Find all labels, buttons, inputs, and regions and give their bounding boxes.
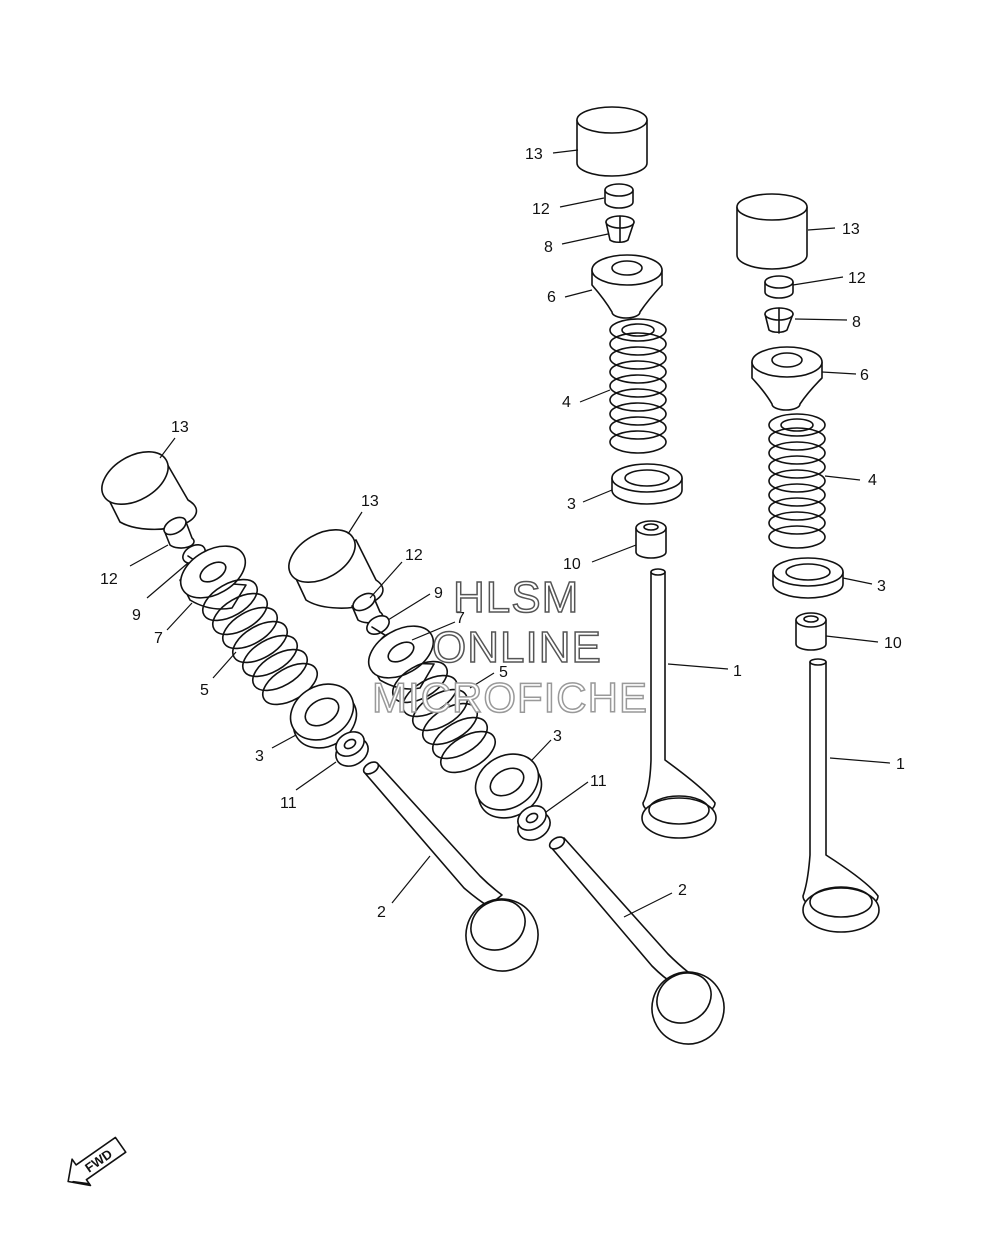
callout-13: 13	[361, 493, 379, 510]
callout-10: 10	[884, 635, 902, 652]
watermark-line-2: ONLINE	[432, 623, 602, 672]
spring-retainer-6	[751, 346, 823, 411]
callout-12: 12	[848, 270, 866, 287]
valve-stem-seal-11	[335, 731, 369, 767]
callout-5: 5	[499, 664, 508, 681]
valve-stem-seal-11	[517, 805, 551, 841]
intake-valve-1	[802, 658, 880, 933]
callout-11: 11	[280, 795, 297, 812]
valve-set-3	[101, 450, 539, 972]
callout-6: 6	[860, 367, 869, 384]
spring-seat-3	[289, 683, 358, 749]
valve-set-1	[576, 106, 717, 839]
valve-spring-5	[202, 578, 318, 706]
callout-13: 13	[171, 419, 189, 436]
valve-lifter-13	[576, 106, 648, 177]
valve-spring-5	[392, 660, 496, 774]
spring-seat-3	[772, 557, 844, 599]
intake-valve-1	[641, 568, 717, 839]
spring-seat-3	[611, 463, 683, 505]
callout-8: 8	[544, 239, 553, 256]
watermark: HLSM ONLINE MICROFICHE	[371, 572, 648, 722]
adjusting-pad-12	[163, 516, 195, 549]
valve-spring-4	[768, 413, 826, 549]
spring-seat-3	[474, 753, 543, 819]
leader-lines	[129, 149, 891, 918]
exhaust-valve-2	[548, 836, 725, 1045]
callout-13: 13	[842, 221, 860, 238]
valve-cotter-8	[605, 215, 635, 244]
callout-9: 9	[132, 607, 141, 624]
valve-lifter-13	[101, 450, 198, 531]
callout-10: 10	[563, 556, 581, 573]
callout-7: 7	[154, 630, 163, 647]
callout-1: 1	[896, 756, 905, 773]
callout-11: 11	[590, 773, 607, 790]
forward-arrow-icon: FWD	[67, 1136, 127, 1187]
callout-3: 3	[553, 728, 562, 745]
valve-set-2	[736, 193, 880, 933]
adjusting-pad-12	[351, 592, 384, 624]
callout-9: 9	[434, 585, 443, 602]
valve-stem-seal-10	[635, 520, 667, 559]
callout-12: 12	[100, 571, 118, 588]
valve-set-4	[288, 528, 725, 1045]
callout-4: 4	[562, 394, 571, 411]
callout-7: 7	[456, 610, 465, 627]
callout-8: 8	[852, 314, 861, 331]
callout-3: 3	[255, 748, 264, 765]
adjusting-pad-12	[764, 275, 794, 299]
watermark-line-3: MICROFICHE	[372, 674, 648, 721]
spring-retainer-6	[591, 254, 663, 319]
watermark-line-1: HLSM	[453, 573, 579, 622]
callout-labels: 13 12 8 6 4 3 10 1 13 12 8 6 4 3 10 1 13…	[100, 146, 905, 921]
callout-6: 6	[547, 289, 556, 306]
callout-2: 2	[377, 904, 386, 921]
callout-1: 1	[733, 663, 742, 680]
callout-3: 3	[877, 578, 886, 595]
valve-lifter-13	[288, 528, 384, 609]
callout-3: 3	[567, 496, 576, 513]
valve-lifter-13	[736, 193, 808, 270]
valve-spring-4	[609, 318, 667, 454]
callout-2: 2	[678, 882, 687, 899]
valve-stem-seal-10	[795, 612, 827, 651]
callout-4: 4	[868, 472, 877, 489]
callout-13: 13	[525, 146, 543, 163]
callout-12: 12	[405, 547, 423, 564]
valve-cotter-8	[764, 307, 794, 334]
callout-5: 5	[200, 682, 209, 699]
exhaust-valve-2	[362, 761, 539, 972]
adjusting-pad-12	[604, 183, 634, 209]
callout-12: 12	[532, 201, 550, 218]
